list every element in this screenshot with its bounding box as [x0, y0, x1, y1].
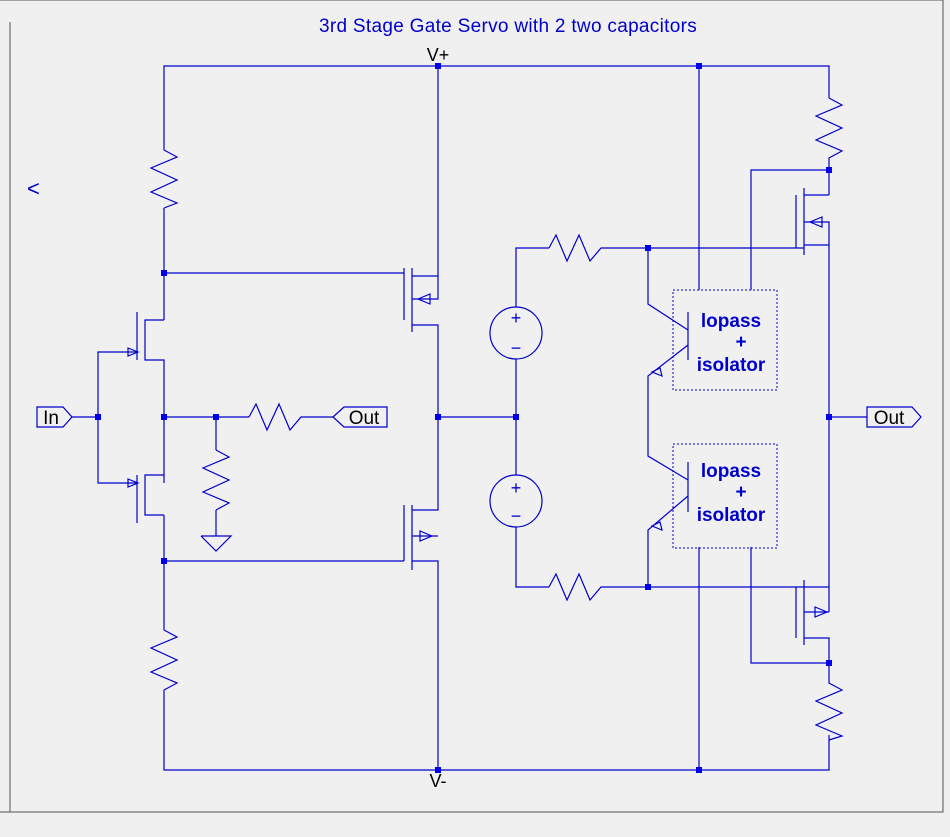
- svg-text:−: −: [511, 506, 522, 526]
- mosfet-m2: [403, 417, 439, 770]
- junction-dots: [95, 63, 832, 773]
- mosfet-m3: [795, 188, 830, 417]
- resistor-right-bottom: [814, 663, 844, 741]
- block-top-link: [750, 169, 829, 290]
- resistor-gate-bottom: [548, 572, 804, 602]
- resistor-top-left: [149, 149, 179, 320]
- svg-text:+: +: [511, 308, 522, 328]
- lopass-block-top: lopass + isolator: [647, 248, 778, 450]
- side-marker: <: [27, 176, 40, 201]
- svg-text:Out: Out: [349, 408, 380, 429]
- lopass-block-bottom: lopass + isolator: [647, 443, 778, 587]
- resistor-ground: [200, 417, 233, 552]
- window-frame: [0, 0, 944, 813]
- svg-text:isolator: isolator: [697, 505, 766, 526]
- v-minus-label: V-: [429, 771, 446, 791]
- svg-text:isolator: isolator: [697, 355, 766, 376]
- input-port: In: [36, 406, 98, 429]
- svg-text:lopass: lopass: [701, 311, 761, 332]
- mosfet-m1: [403, 66, 439, 417]
- resistor-gate-top: [548, 233, 804, 263]
- transistor-q2: [127, 474, 164, 523]
- resistor-out-series: [248, 402, 333, 432]
- svg-text:In: In: [43, 408, 59, 429]
- mosfet-m4: [795, 417, 830, 663]
- svg-text:+: +: [735, 332, 746, 353]
- output-port-inner: Out: [332, 406, 388, 429]
- svg-text:+: +: [735, 482, 746, 503]
- v-minus-rail: [163, 690, 830, 771]
- block-bottom-link: [750, 547, 829, 664]
- svg-text:+: +: [511, 478, 522, 498]
- voltage-source-bottom: + −: [489, 474, 549, 588]
- v-plus-label: V+: [427, 45, 450, 65]
- transistor-q1: [97, 312, 165, 484]
- resistor-bottom-left: [149, 515, 179, 691]
- output-port-main: Out: [829, 406, 922, 429]
- svg-text:Out: Out: [874, 408, 905, 429]
- resistor-right-top: [814, 97, 844, 195]
- voltage-source-top: + −: [489, 247, 549, 475]
- schematic-title: 3rd Stage Gate Servo with 2 two capacito…: [319, 16, 697, 37]
- v-plus-rail: [163, 65, 830, 150]
- svg-text:−: −: [511, 338, 522, 358]
- svg-text:lopass: lopass: [701, 461, 761, 482]
